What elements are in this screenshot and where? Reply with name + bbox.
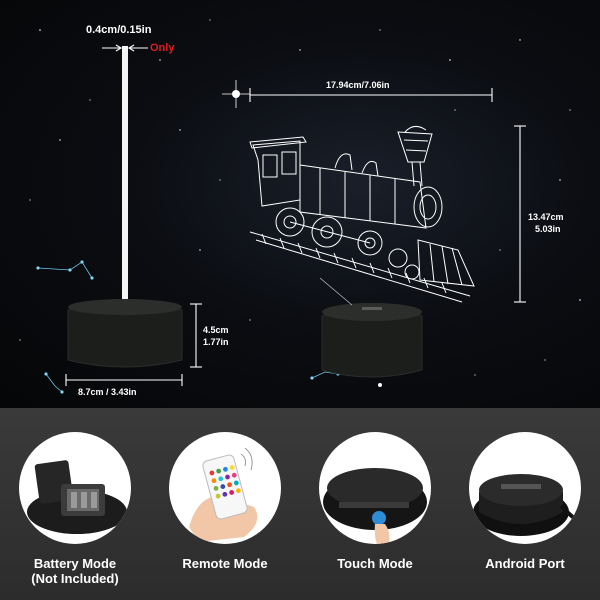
battery-mode-note: (Not Included)	[31, 571, 119, 586]
remote-mode-label: Remote Mode	[182, 556, 268, 571]
battery-compartment-icon	[19, 432, 131, 544]
features-panel: Battery Mode (Not Included)	[0, 408, 600, 600]
led-base-right	[321, 303, 423, 378]
led-base-left	[67, 299, 183, 368]
remote-mode-feature: Remote Mode	[160, 432, 290, 571]
android-port-label: Android Port	[485, 556, 565, 571]
panel-slot-line	[319, 277, 353, 306]
battery-mode-label: Battery Mode (Not Included)	[10, 556, 140, 586]
acrylic-panel-side	[122, 46, 128, 308]
touch-mode-label: Touch Mode	[337, 556, 413, 571]
android-port-feature: Android Port	[460, 432, 590, 571]
dimension-lines	[65, 44, 526, 386]
train-illustration	[249, 126, 475, 303]
base-height-cm-label: 4.5cm	[203, 325, 229, 335]
stars-layer	[19, 19, 581, 394]
height-in-label: 5.03in	[535, 224, 561, 234]
height-cm-label: 13.47cm	[528, 212, 564, 222]
only-label: Only	[150, 42, 175, 54]
base-width-label: 8.7cm / 3.43in	[78, 387, 137, 397]
touch-button-icon	[319, 432, 431, 544]
remote-control-icon	[169, 432, 281, 544]
thickness-label: 0.4cm/0.15in	[86, 24, 152, 36]
battery-mode-title: Battery Mode	[33, 556, 117, 571]
battery-mode-feature: Battery Mode (Not Included)	[10, 432, 140, 586]
touch-mode-feature: Touch Mode	[310, 432, 440, 571]
width-label: 17.94cm/7.06in	[326, 80, 390, 90]
starry-background: 0.4cm/0.15in Only 17.94cm/7.06in 13.47cm…	[0, 0, 600, 408]
bright-star	[222, 80, 250, 108]
usb-port-icon	[469, 432, 581, 544]
base-height-in-label: 1.77in	[203, 337, 229, 347]
